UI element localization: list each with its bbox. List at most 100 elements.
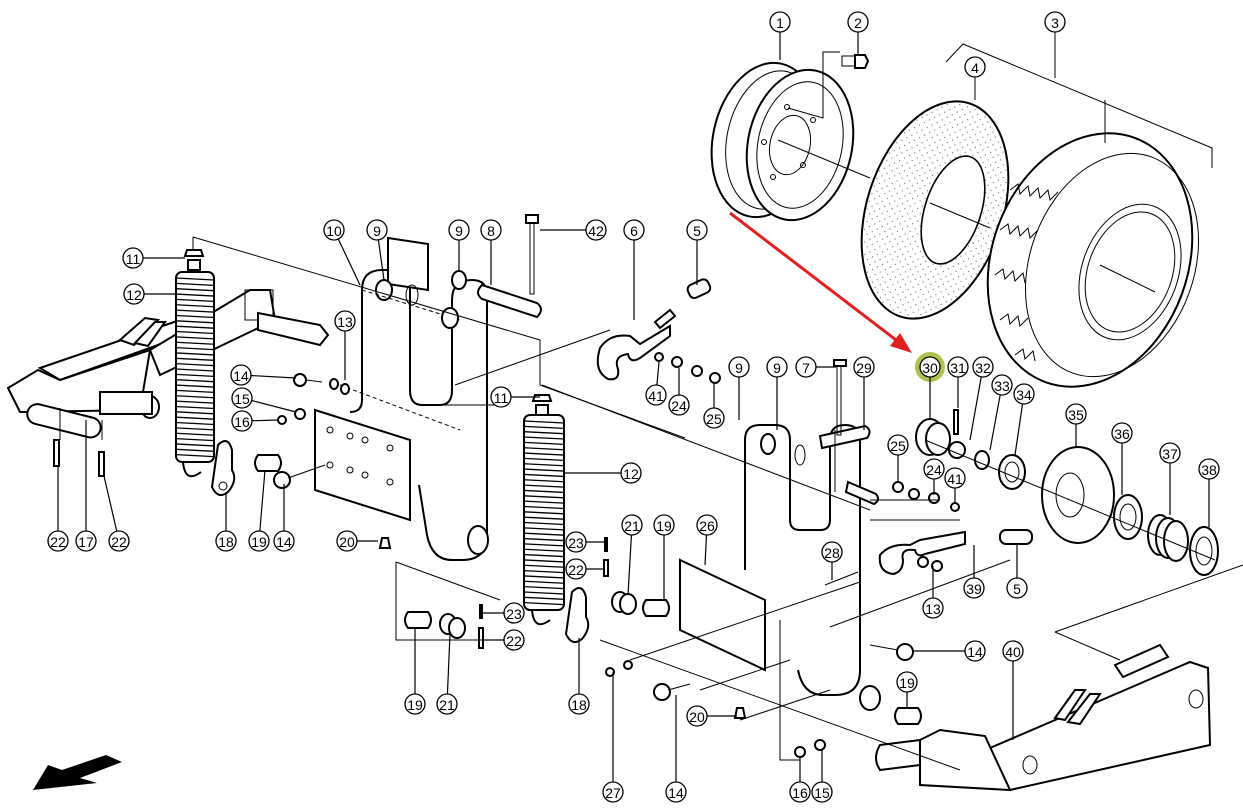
callout-circle (665, 781, 687, 803)
callout-22-roll-pin: 22 (103, 475, 130, 552)
leader-line (627, 524, 633, 596)
right-frame-drawing (875, 643, 1212, 792)
callout-label: 5 (1013, 581, 1021, 597)
spring-coil (175, 288, 215, 292)
spring-coil (523, 585, 565, 590)
callout-circle (123, 283, 145, 305)
wheel-rim-drawing (710, 51, 871, 222)
callout-label: 27 (605, 785, 621, 801)
callout-circle (645, 384, 667, 406)
callout-circle (47, 530, 69, 552)
spring-coil (175, 416, 215, 420)
callout-circle (215, 530, 237, 552)
spring-coil (523, 527, 565, 531)
callout-circle (366, 219, 388, 241)
callout-33-washer: 33 (989, 374, 1013, 451)
callout-30-spacer: 30 (919, 356, 941, 420)
spring-coil (523, 569, 565, 574)
callout-label: 38 (1201, 462, 1217, 478)
spring-coil (175, 277, 215, 281)
callout-14-carriage-bolt: 14 (912, 640, 986, 662)
callout-16-washer: 16 (231, 410, 279, 432)
callout-21-ring: 21 (436, 633, 458, 715)
callout-circle (1006, 577, 1028, 599)
callout-circle (896, 671, 918, 693)
callout-label: 26 (699, 518, 715, 534)
callout-label: 39 (966, 581, 982, 597)
callout-15-nut: 15 (231, 387, 297, 413)
swing-arm-right-drawing (679, 423, 881, 711)
callout-label: 10 (326, 223, 342, 239)
leader-line (989, 384, 1003, 451)
callout-circle (1002, 640, 1024, 662)
callout-label: 41 (947, 471, 963, 487)
callout-label: 20 (339, 534, 355, 550)
callout-26-swing-arm-right: 26 (696, 514, 718, 566)
small-parts-drawing (210, 373, 922, 758)
spring-coil (523, 479, 565, 483)
callout-circle (623, 219, 645, 241)
callout-label: 22 (50, 534, 66, 550)
callout-circle (696, 514, 718, 536)
callout-circle (602, 781, 624, 803)
callout-14-carriage-bolt: 14 (273, 484, 295, 552)
callout-38-seal: 38 (1198, 458, 1220, 527)
spring-coil (523, 559, 565, 563)
callout-34-bearing: 34 (1013, 383, 1035, 456)
callout-circle (922, 597, 944, 619)
callout-11-spring-nut: 11 (122, 247, 185, 269)
spring-coil (175, 336, 215, 340)
callout-circle (686, 219, 708, 241)
callout-label: 8 (487, 223, 495, 239)
spring-coil (523, 537, 565, 542)
callout-28-bolt: 28 (821, 541, 843, 580)
callout-13-washer: 13 (334, 310, 356, 380)
callout-circle (336, 530, 358, 552)
spring-coil (175, 421, 215, 426)
spring-coil (175, 330, 215, 335)
spring-coil (523, 457, 565, 462)
spring-coil (175, 395, 215, 399)
spring-coil (175, 405, 215, 410)
spring-coil (523, 473, 565, 478)
callout-circle (963, 577, 985, 599)
callout-label: 25 (890, 438, 906, 454)
spring-coil (523, 580, 565, 584)
spring-coil (175, 293, 215, 297)
callout-circle (436, 693, 458, 715)
callout-circle (703, 407, 725, 429)
callout-circle (621, 514, 643, 536)
callout-circle (769, 11, 791, 33)
spring-coil (523, 548, 565, 552)
callout-circle (1065, 403, 1087, 425)
callout-circle (122, 247, 144, 269)
callout-label: 5 (693, 223, 701, 239)
spring-coil (175, 346, 215, 351)
callout-label: 15 (234, 391, 250, 407)
callout-circle (668, 394, 690, 416)
callout-label: 1 (776, 15, 784, 31)
callout-circle (480, 219, 502, 241)
callout-37-seal-set: 37 (1159, 442, 1181, 515)
spring-coil (523, 532, 565, 536)
spring-coil (175, 304, 215, 308)
callout-circle (75, 530, 97, 552)
callout-circle (887, 434, 909, 456)
callout-circle (653, 514, 675, 536)
callout-circle (1013, 383, 1035, 405)
callout-circle (944, 467, 966, 489)
spring-coil (175, 373, 215, 378)
callout-19-bushing: 19 (404, 628, 426, 715)
callout-circle (964, 56, 986, 78)
callout-label: 40 (1005, 644, 1021, 660)
callout-label: 13 (925, 601, 941, 617)
callout-label: 23 (568, 535, 584, 551)
hook-left-drawing (596, 278, 721, 384)
spring-coil (523, 564, 565, 568)
spring-coil (175, 448, 215, 452)
callout-label: 14 (668, 785, 684, 801)
spring-coil (175, 362, 215, 367)
callout-4-inner-tube: 4 (964, 56, 986, 78)
spring-coil (175, 298, 215, 303)
